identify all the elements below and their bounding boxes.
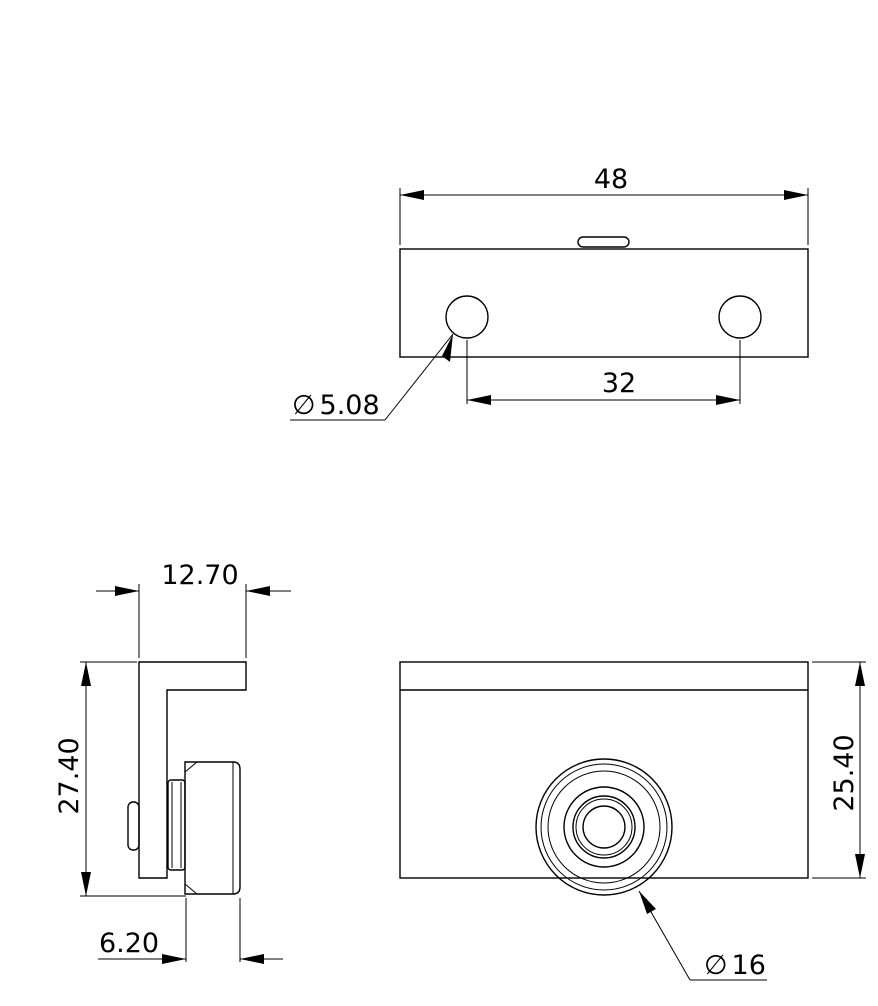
dimension-wheel-width: 6.20 [98, 898, 283, 964]
dimension-wheel-width-label: 6.20 [99, 928, 159, 959]
dimension-hole-spacing-label: 32 [602, 368, 636, 399]
wheel-tread [184, 761, 241, 895]
dimension-hole-spacing: 32 [466, 340, 741, 405]
top-view: 48 32 ∅5.08 [290, 164, 809, 421]
wheel-outer [535, 758, 673, 896]
dimension-wheel-diameter: ∅16 [638, 890, 767, 981]
diameter-symbol: ∅ [704, 950, 728, 981]
top-view-slot [577, 236, 630, 248]
dimension-front-height: 25.40 [812, 661, 866, 879]
dimension-width: 48 [399, 164, 809, 245]
bracket-profile [138, 661, 247, 879]
dimension-side-height-label: 27.40 [54, 737, 85, 814]
diameter-symbol: ∅ [292, 390, 316, 421]
front-view-body [399, 661, 809, 879]
dimension-hole-diameter-label: 5.08 [320, 390, 380, 421]
mounting-hole-right [718, 295, 762, 339]
svg-text:∅16: ∅16 [704, 950, 766, 981]
dimension-hole-diameter: ∅5.08 [290, 333, 454, 421]
front-view: 25.40 ∅16 [399, 661, 866, 981]
dimension-depth: 12.70 [96, 560, 291, 658]
dimension-wheel-diameter-label: 16 [732, 950, 766, 981]
wheel-bearing [563, 786, 645, 868]
dimension-depth-label: 12.70 [161, 560, 238, 591]
dimension-side-height: 27.40 [54, 661, 186, 897]
top-view-body [399, 248, 809, 358]
side-view: 12.70 27.40 6.20 [54, 560, 291, 964]
wheel-hub [167, 779, 186, 871]
mounting-hole-left [445, 295, 489, 339]
dimension-width-label: 48 [594, 164, 628, 195]
wheel-bore [582, 805, 626, 849]
side-slot [127, 801, 140, 851]
dimension-front-height-label: 25.40 [829, 734, 860, 811]
svg-text:∅5.08: ∅5.08 [292, 390, 380, 421]
